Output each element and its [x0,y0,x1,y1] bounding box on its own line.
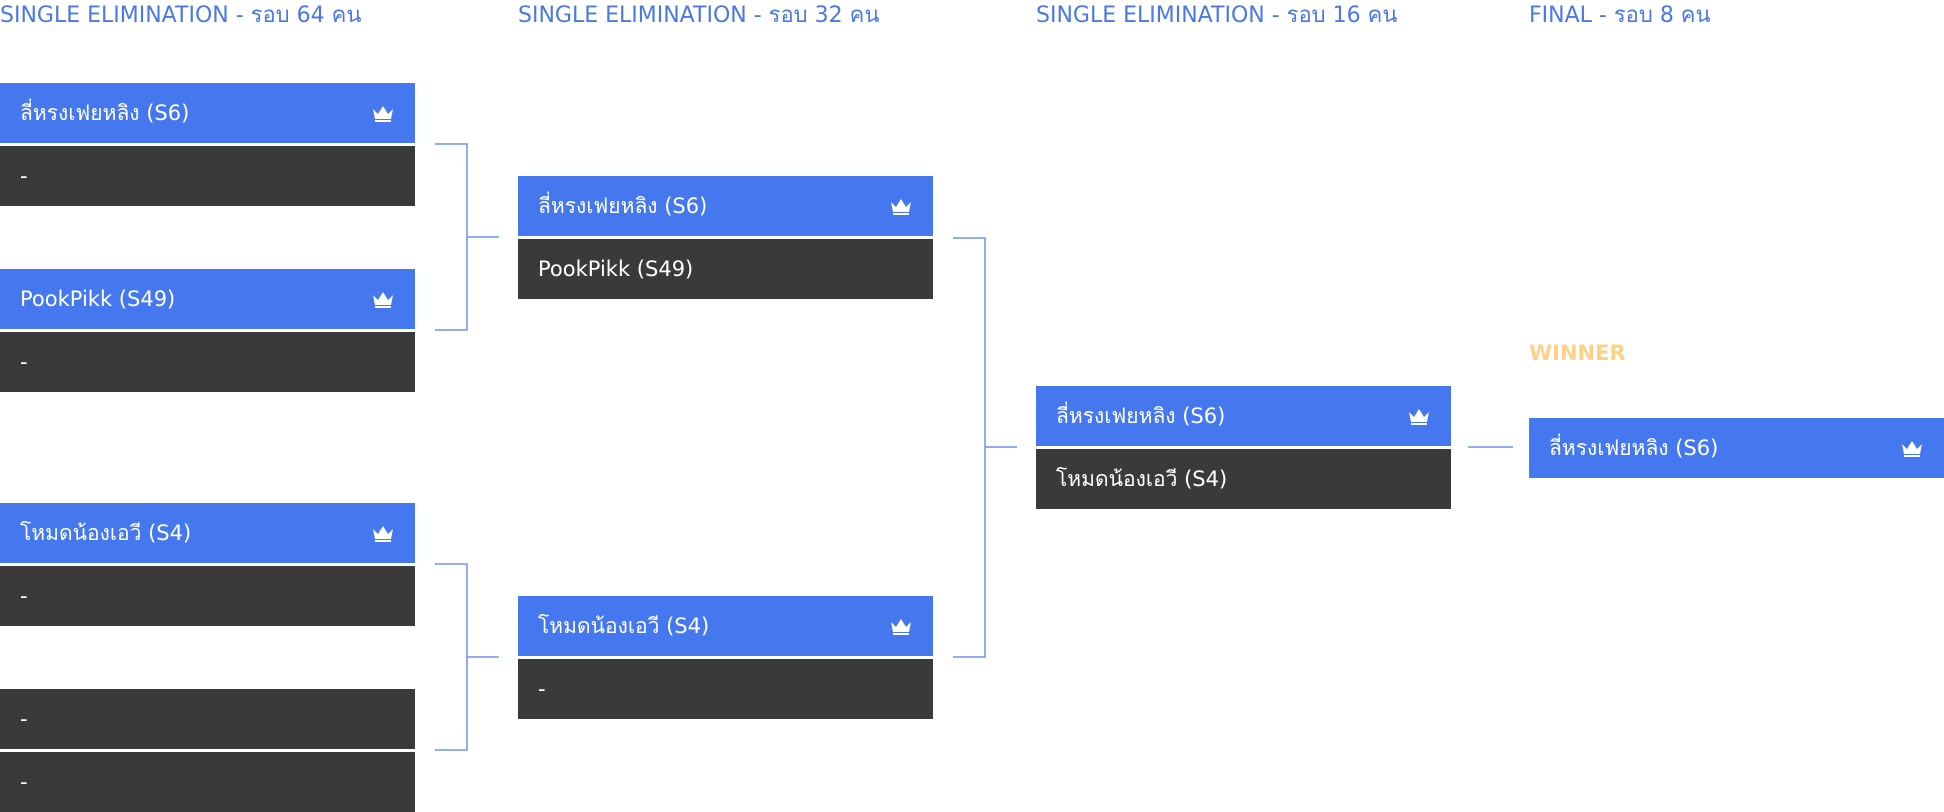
connector-r32 [953,237,1017,658]
player-name: โหมดน้องเอวี (S4) [538,614,710,638]
crown-icon [373,292,393,308]
r32-match1-top[interactable]: ลี่หรงเฟยหลิง (S6) [518,176,933,236]
r64-match1-bottom[interactable]: - [0,146,415,206]
player-name: - [20,707,28,731]
player-name: ลี่หรงเฟยหลิง (S6) [1549,436,1719,460]
player-name: - [538,677,546,701]
winner-slot[interactable]: ลี่หรงเฟยหลิง (S6) [1529,418,1944,478]
r64-match2-bottom[interactable]: - [0,332,415,392]
player-name: โหมดน้องเอวี (S4) [20,521,192,545]
player-name: PookPikk (S49) [20,287,176,311]
crown-icon [1409,409,1429,425]
crown-icon [891,199,911,215]
r32-match1-bottom[interactable]: PookPikk (S49) [518,239,933,299]
connector-r64-a [435,143,499,331]
player-name: - [20,584,28,608]
player-name: - [20,770,28,794]
r32-match2-top[interactable]: โหมดน้องเอวี (S4) [518,596,933,656]
player-name: PookPikk (S49) [538,257,694,281]
player-name: ลี่หรงเฟยหลิง (S6) [1056,404,1226,428]
player-name: โหมดน้องเอวี (S4) [1056,467,1228,491]
r32-match2-bottom[interactable]: - [518,659,933,719]
crown-icon [373,526,393,542]
round-title-final: FINAL - รอบ 8 คน [1529,3,1711,28]
player-name: ลี่หรงเฟยหลิง (S6) [538,194,708,218]
crown-icon [1902,441,1922,457]
round-title-64: SINGLE ELIMINATION - รอบ 64 คน [0,3,362,28]
player-name: ลี่หรงเฟยหลิง (S6) [20,101,190,125]
winner-label: WINNER [1529,341,1626,365]
r64-match1-top[interactable]: ลี่หรงเฟยหลิง (S6) [0,83,415,143]
r16-match1-top[interactable]: ลี่หรงเฟยหลิง (S6) [1036,386,1451,446]
connector-r64-b [435,563,499,751]
r16-match1-bottom[interactable]: โหมดน้องเอวี (S4) [1036,449,1451,509]
player-name: - [20,350,28,374]
round-title-32: SINGLE ELIMINATION - รอบ 32 คน [518,3,880,28]
crown-icon [891,619,911,635]
r64-match3-bottom[interactable]: - [0,566,415,626]
crown-icon [373,106,393,122]
r64-match3-top[interactable]: โหมดน้องเอวี (S4) [0,503,415,563]
r64-match4-bottom[interactable]: - [0,752,415,812]
r64-match4-top[interactable]: - [0,689,415,749]
r64-match2-top[interactable]: PookPikk (S49) [0,269,415,329]
round-title-16: SINGLE ELIMINATION - รอบ 16 คน [1036,3,1398,28]
player-name: - [20,164,28,188]
